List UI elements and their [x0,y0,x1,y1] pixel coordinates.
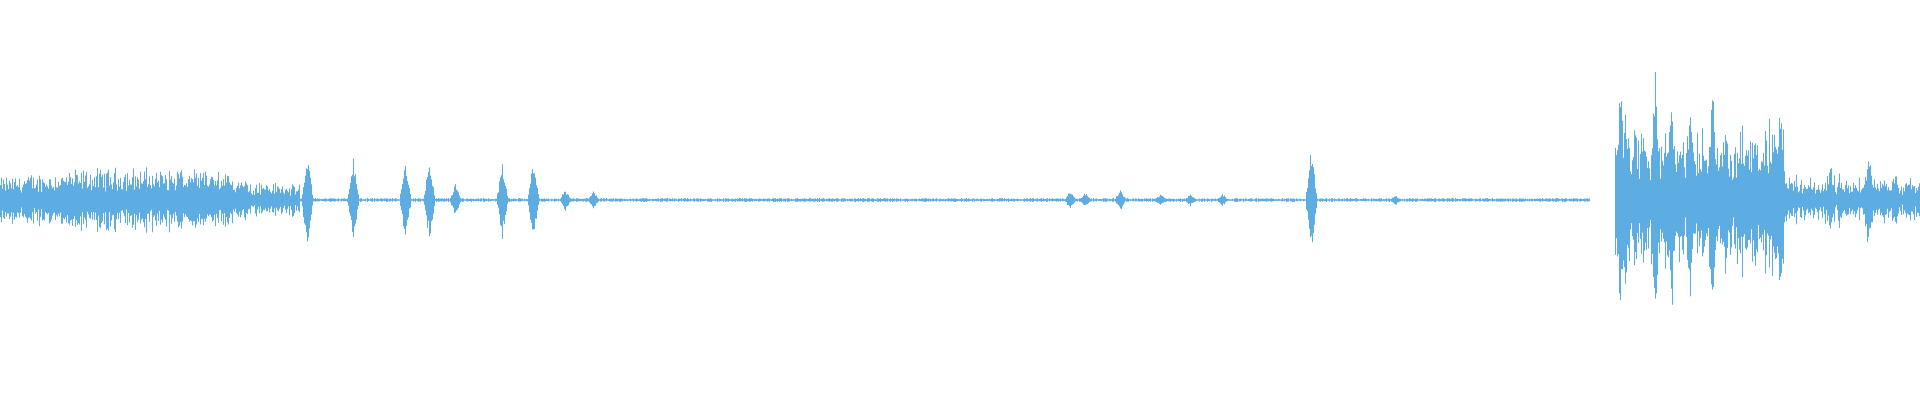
waveform-peaks [0,72,1920,305]
